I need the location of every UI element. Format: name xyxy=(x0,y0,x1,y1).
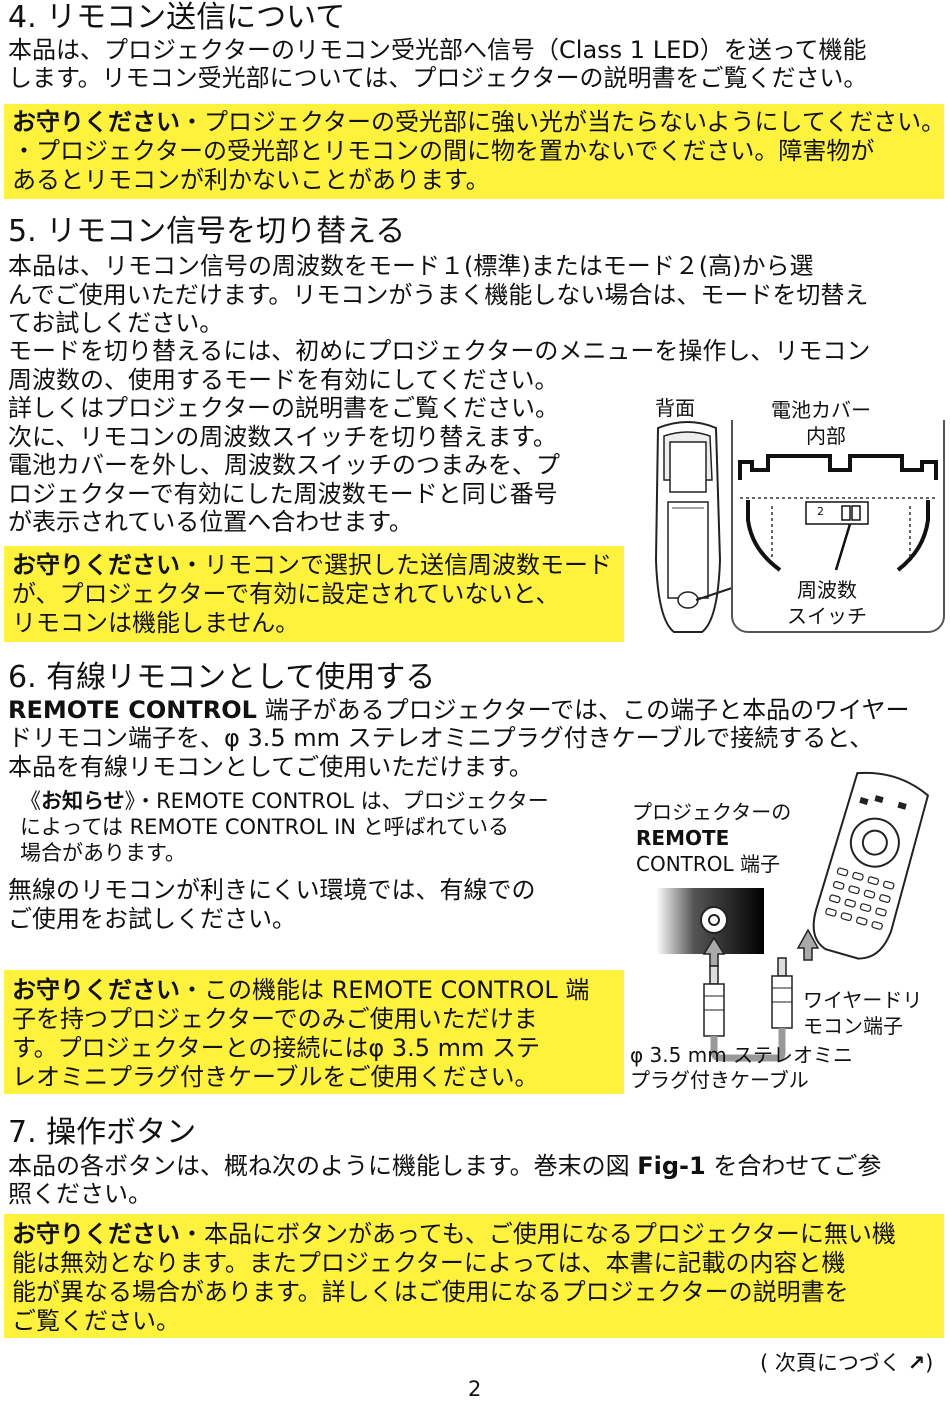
back-label: 背面 xyxy=(655,396,695,420)
section-5-body-1: 本品は、リモコン信号の周波数をモード１(標準)またはモード２(高)から選 xyxy=(8,252,814,280)
note-tag: お知らせ xyxy=(41,789,125,813)
page-number: 2 xyxy=(468,1377,482,1401)
section-7-caution-1: ・本品にボタンがあっても、ご使用になるプロジェクターに無い機 xyxy=(180,1220,896,1248)
section-6-caution-box: お守りください・この機能は REMOTE CONTROL 端 子を持つプロジェク… xyxy=(4,970,624,1094)
remote-control-term: REMOTE CONTROL xyxy=(8,696,257,724)
switch-label-2: スイッチ xyxy=(787,604,867,628)
note-close: 》 xyxy=(124,789,136,813)
continued-text: ( 次頁につづく xyxy=(760,1351,901,1375)
switch-label-1: 周波数 xyxy=(797,578,857,602)
continued-note: ( 次頁につづく ↗) xyxy=(760,1350,933,1376)
section-5-body-3: てお試しください。 xyxy=(8,309,224,337)
cable-label-2: プラグ付きケーブル xyxy=(630,1068,809,1092)
section-6-body-2: ドリモコン端子を、φ 3.5 mm ステレオミニプラグ付きケーブルで接続すると、 xyxy=(8,724,874,752)
note-line-2c: と呼ばれている xyxy=(355,815,510,839)
callout-box xyxy=(731,420,945,633)
section-6-caution-1: ・この機能は REMOTE CONTROL 端 xyxy=(180,976,590,1004)
section-5-body-6: 詳しくはプロジェクターの説明書をご覧ください。 xyxy=(8,394,560,422)
section-7-caution-3: 能が異なる場合があります。詳しくはご使用になるプロジェクターの説明書を xyxy=(12,1278,849,1306)
projector-label-3: CONTROL 端子 xyxy=(636,852,781,876)
plug-right xyxy=(771,957,793,1029)
frequency-switch-figure xyxy=(654,420,945,633)
section-5-caution-3: リモコンは機能しません。 xyxy=(12,609,300,637)
caution-tag: お守りください xyxy=(12,976,180,1004)
section-5-caution-2: が、プロジェクターで有効に設定されていないと、 xyxy=(12,580,560,608)
cover-label-1: 電池カバー xyxy=(771,398,871,422)
caution-tag: お守りください xyxy=(12,551,180,579)
section-4-body-2: します。リモコン受光部については、プロジェクターの説明書をご覧ください。 xyxy=(8,64,868,92)
note-line-1b: は、プロジェクター xyxy=(353,789,549,813)
wired-label-2: モコン端子 xyxy=(803,1014,903,1038)
section-6-body-3: 本品を有線リモコンとしてご使用いただけます。 xyxy=(8,753,533,781)
section-7-caution-box: お守りください・本品にボタンがあっても、ご使用になるプロジェクターに無い機 能は… xyxy=(4,1214,944,1338)
section-7-caution-4: ご覧ください。 xyxy=(12,1307,180,1335)
section-5-body-8: 電池カバーを外し、周波数スイッチのつまみを、プ xyxy=(8,451,560,479)
section-5-body-2: んでご使用いただけます。リモコンがうまく機能しない場合は、モードを切替え xyxy=(8,281,869,309)
section-6-caution-4: レオミニプラグ付きケーブルをご使用ください。 xyxy=(12,1063,539,1091)
section-7-body-1b: を合わせてご参 xyxy=(705,1152,882,1180)
section-5-body-7: 次に、リモコンの周波数スイッチを切り替えます。 xyxy=(8,423,557,451)
note-line-3: 場合があります。 xyxy=(20,841,186,865)
wired-label-1: ワイヤードリ xyxy=(803,988,923,1012)
cable-label-1: φ 3.5 mm ステレオミニ xyxy=(630,1043,854,1067)
section-5-caution-1: ・リモコンで選択した送信周波数モード xyxy=(180,551,612,579)
section-7-caution-2: 能は無効となります。またプロジェクターによっては、本書に記載の内容と機 xyxy=(12,1249,846,1277)
remote-front-illustration xyxy=(812,771,930,960)
note-line-2b: REMOTE CONTROL IN xyxy=(129,815,356,839)
projector-label-2: REMOTE xyxy=(636,826,730,850)
section-6-title: 6. 有線リモコンとして使用する xyxy=(8,660,436,695)
note-open: 《 xyxy=(20,789,41,813)
section-7-body-1a: 本品の各ボタンは、概ね次のように機能します。巻末の図 xyxy=(8,1152,638,1180)
section-4-caution-1: ・プロジェクターの受光部に強い光が当たらないようにしてください。 xyxy=(180,108,946,136)
section-4-body-1: 本品は、プロジェクターのリモコン受光部へ信号（Class 1 LED）を送って機… xyxy=(8,36,867,64)
section-6-body2-2: ご使用をお試しください。 xyxy=(8,905,296,933)
section-5-body-4: モードを切り替えるには、初めにプロジェクターのメニューを操作し、リモコン xyxy=(8,337,871,365)
section-4-caution-2: ・プロジェクターの受光部とリモコンの間に物を置かないでください。障害物が xyxy=(12,137,875,165)
note-line-1a: ・REMOTE CONTROL xyxy=(135,789,354,813)
fig-1-ref: Fig-1 xyxy=(637,1152,706,1180)
section-6-body2-1: 無線のリモコンが利きにくい環境では、有線での xyxy=(8,876,536,904)
section-5-body-5: 周波数の、使用するモードを有効にしてください。 xyxy=(8,366,559,394)
section-6-body-1: 端子があるプロジェクターでは、この端子と本品のワイヤー xyxy=(256,696,910,724)
section-5-caution-box: お守りください・リモコンで選択した送信周波数モード が、プロジェクターで有効に設… xyxy=(4,546,624,642)
section-6-caution-2: 子を持つプロジェクターでのみご使用いただけま xyxy=(12,1005,538,1033)
note-line-2a: によっては xyxy=(20,815,130,839)
section-5-body-9: ロジェクターで有効にした周波数モードと同じ番号 xyxy=(8,480,558,508)
continued-close: ) xyxy=(925,1351,934,1375)
section-4-title: 4. リモコン送信について xyxy=(8,0,346,35)
section-5-title: 5. リモコン信号を切り替える xyxy=(8,214,406,249)
wired-connection-figure xyxy=(656,771,930,1062)
plug-left xyxy=(703,965,725,1037)
caution-tag: お守りください xyxy=(12,1220,180,1248)
section-7-title: 7. 操作ボタン xyxy=(8,1115,197,1150)
section-4-caution-box: お守りください・プロジェクターの受光部に強い光が当たらないようにしてください。 … xyxy=(4,104,946,199)
projector-label-1: プロジェクターの xyxy=(632,800,792,824)
section-5-body-10: が表示されている位置へ合わせます。 xyxy=(8,508,413,536)
switch-number: 2 xyxy=(817,505,824,518)
arrow-up-right-icon: ↗ xyxy=(907,1351,926,1375)
section-4-caution-3: あるとリモコンが利かないことがあります。 xyxy=(12,166,490,194)
section-7-body-2: 照ください。 xyxy=(8,1180,152,1208)
cover-label-2: 内部 xyxy=(806,424,846,448)
section-6-caution-3: す。プロジェクターとの接続にはφ 3.5 mm ステ xyxy=(12,1034,541,1062)
remote-back-illustration xyxy=(654,421,733,633)
caution-tag: お守りください xyxy=(12,108,180,136)
